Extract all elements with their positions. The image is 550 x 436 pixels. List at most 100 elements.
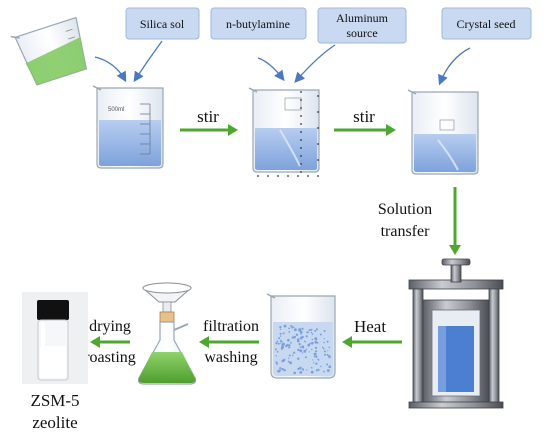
precipitate-particle bbox=[311, 348, 313, 351]
arrow-heat bbox=[342, 336, 402, 348]
precipitate-particle bbox=[315, 362, 318, 365]
precipitate-particle bbox=[276, 350, 279, 353]
precipitate-particle bbox=[324, 353, 326, 356]
product-type: zeolite bbox=[32, 413, 77, 432]
precipitate-particle bbox=[275, 362, 278, 365]
tag-n-butylamine: n-butylamine bbox=[210, 7, 307, 40]
arrow-stir-2 bbox=[334, 124, 396, 136]
precipitate-particle bbox=[301, 368, 305, 371]
precipitate-particle bbox=[280, 335, 282, 337]
precipitate-particle bbox=[327, 350, 329, 352]
precipitate-particle bbox=[312, 359, 314, 361]
tag-silica-sol: Silica sol bbox=[125, 7, 200, 40]
tag-aluminum-source-line2: source bbox=[346, 26, 377, 40]
precipitate-particle bbox=[287, 344, 289, 346]
precipitate-particle bbox=[300, 366, 302, 369]
precipitate-particle bbox=[305, 348, 308, 351]
precipitate-particle bbox=[292, 354, 294, 357]
precipitate-particle bbox=[320, 365, 322, 368]
precipitate-particle bbox=[279, 325, 282, 329]
precipitate-particle bbox=[299, 336, 303, 340]
precipitate-particle bbox=[317, 358, 319, 361]
precipitate-particle bbox=[279, 332, 282, 335]
precipitate-particle bbox=[314, 330, 317, 332]
precipitate-particle bbox=[277, 342, 280, 345]
precipitate-particle bbox=[291, 336, 294, 339]
tag-crystal-seed-label: Crystal seed bbox=[457, 17, 516, 31]
precipitate-particle bbox=[297, 357, 300, 360]
callout-arrows bbox=[94, 40, 471, 86]
arrow-filtration bbox=[199, 336, 259, 348]
tag-silica-sol-label: Silica sol bbox=[140, 17, 185, 31]
precipitate-particle bbox=[315, 369, 318, 372]
precipitate-particle bbox=[283, 369, 286, 372]
callout-arrow-seed bbox=[438, 47, 471, 86]
precipitate-particle bbox=[309, 342, 311, 345]
label-solution: Solution bbox=[378, 201, 432, 218]
precipitate-particle bbox=[293, 371, 297, 375]
precipitate-particle bbox=[306, 331, 309, 334]
precipitate-particle bbox=[303, 340, 306, 342]
precipitate-particle bbox=[315, 350, 318, 353]
arrow-drying bbox=[90, 336, 130, 348]
precipitate-particle bbox=[288, 354, 291, 357]
precipitate-particle bbox=[326, 340, 329, 343]
precipitate-particle bbox=[299, 371, 303, 374]
precipitate-particle bbox=[282, 342, 285, 346]
precipitate-particle bbox=[291, 326, 294, 329]
precipitate-particle bbox=[277, 369, 281, 373]
autoclave bbox=[408, 258, 504, 409]
precipitate-particle bbox=[293, 351, 296, 354]
precipitate-particle bbox=[328, 346, 331, 349]
precipitate-particle bbox=[328, 356, 331, 359]
precipitate-particle bbox=[301, 328, 304, 330]
precipitate-particle bbox=[317, 368, 320, 371]
precipitate-particle bbox=[288, 346, 291, 349]
product-vial bbox=[22, 292, 88, 384]
precipitate-particle bbox=[305, 356, 307, 359]
precipitate-particle bbox=[305, 335, 308, 338]
precipitate-particle bbox=[310, 370, 314, 374]
precipitate-particle bbox=[299, 346, 302, 348]
callout-arrow-silica bbox=[133, 40, 163, 83]
tag-n-butylamine-label: n-butylamine bbox=[226, 17, 290, 31]
precipitate-particle bbox=[298, 328, 302, 332]
beaker-precipitate bbox=[266, 293, 336, 379]
precipitate-particle bbox=[308, 351, 310, 353]
precipitate-particle bbox=[283, 324, 287, 328]
callout-arrow-butylamine bbox=[257, 57, 285, 82]
precipitate-particle bbox=[326, 363, 329, 366]
callout-arrow-pour bbox=[94, 56, 127, 83]
precipitate-particle bbox=[293, 326, 295, 328]
precipitate-particle bbox=[299, 349, 303, 353]
precipitate-particle bbox=[304, 341, 307, 343]
precipitate-particle bbox=[323, 338, 325, 340]
precipitate-particle bbox=[326, 369, 330, 372]
precipitate-particle bbox=[287, 338, 290, 342]
precipitate-particle bbox=[323, 330, 326, 332]
precipitate-particle bbox=[311, 338, 314, 341]
beaker-1: 500ml bbox=[92, 85, 164, 169]
precipitate-particle bbox=[293, 335, 296, 339]
label-stir-1: stir bbox=[197, 107, 219, 126]
precipitate-particle bbox=[276, 340, 279, 343]
filter-flask bbox=[137, 282, 197, 385]
precipitate-particle bbox=[314, 346, 318, 349]
precipitate-particle bbox=[310, 328, 313, 331]
arrow-solution-transfer bbox=[449, 187, 461, 255]
precipitate-particle bbox=[311, 333, 314, 335]
precipitate-particle bbox=[303, 349, 307, 353]
precipitate-particle bbox=[310, 331, 313, 334]
precipitate-particle bbox=[278, 337, 281, 340]
precipitate-particle bbox=[287, 360, 290, 363]
precipitate-particle bbox=[280, 347, 283, 350]
precipitate-particle bbox=[288, 327, 291, 330]
precipitate-particle bbox=[314, 340, 316, 342]
precipitate-particle bbox=[279, 367, 282, 370]
precipitate-particle bbox=[328, 355, 331, 358]
precipitate-particle bbox=[313, 355, 316, 358]
precipitate-particle bbox=[288, 357, 290, 359]
precipitate-particle bbox=[322, 346, 324, 348]
label-heat: Heat bbox=[354, 317, 386, 336]
